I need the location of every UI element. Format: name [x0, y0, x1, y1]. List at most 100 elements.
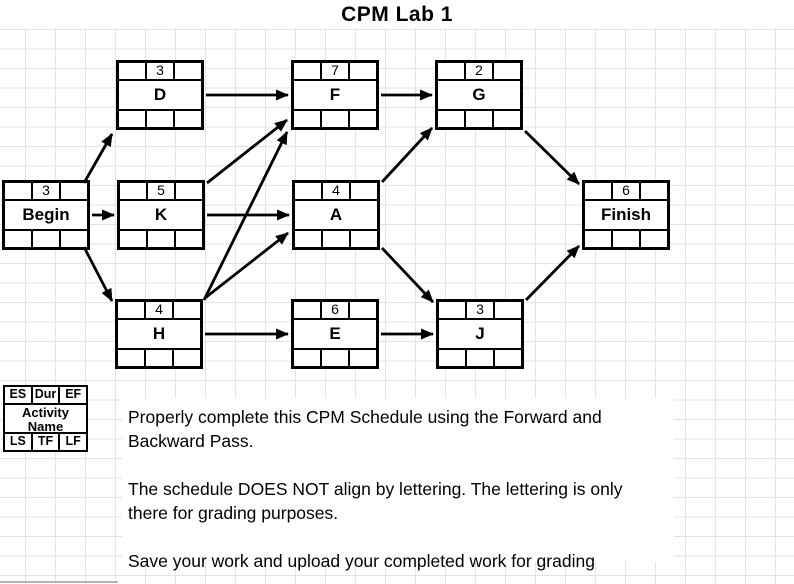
legend-activity-line: Activity [22, 405, 69, 420]
legend-top-row: ES Dur EF [5, 387, 86, 405]
tf-cell[interactable] [323, 231, 351, 247]
lf-cell[interactable] [641, 231, 667, 247]
es-cell[interactable] [120, 183, 148, 199]
ef-cell[interactable] [350, 302, 376, 318]
activity-name: H [118, 320, 200, 350]
node-bottom-row [120, 231, 202, 247]
ls-cell[interactable] [5, 231, 33, 247]
node-top-row: 4 [118, 302, 200, 320]
activity-name: J [439, 320, 521, 350]
dur-cell[interactable]: 3 [147, 63, 175, 79]
ls-cell[interactable] [585, 231, 613, 247]
activity-name: F [294, 81, 376, 111]
es-cell[interactable] [438, 63, 466, 79]
lf-cell[interactable] [494, 111, 520, 127]
es-cell[interactable] [585, 183, 613, 199]
lf-cell[interactable] [61, 231, 87, 247]
tf-cell[interactable] [467, 350, 495, 366]
lf-cell[interactable] [495, 350, 521, 366]
lf-cell[interactable] [174, 350, 200, 366]
tf-cell[interactable] [33, 231, 61, 247]
activity-name: K [120, 201, 202, 231]
node-top-row: 3 [439, 302, 521, 320]
tf-cell[interactable] [613, 231, 641, 247]
ef-cell[interactable] [494, 63, 520, 79]
dur-cell[interactable]: 6 [322, 302, 350, 318]
dur-cell[interactable]: 4 [146, 302, 174, 318]
instructions-paragraph-1: Properly complete this CPM Schedule usin… [128, 407, 602, 451]
dur-cell[interactable]: 7 [322, 63, 350, 79]
node-top-row: 6 [294, 302, 376, 320]
ls-cell[interactable] [294, 350, 322, 366]
lf-cell[interactable] [351, 231, 377, 247]
dur-cell[interactable]: 5 [148, 183, 176, 199]
node-bottom-row [5, 231, 87, 247]
dur-cell[interactable]: 3 [33, 183, 61, 199]
activity-name: E [294, 320, 376, 350]
tf-cell[interactable] [466, 111, 494, 127]
ef-cell[interactable] [176, 183, 202, 199]
es-cell[interactable] [119, 63, 147, 79]
node-bottom-row [585, 231, 667, 247]
tf-cell[interactable] [322, 350, 350, 366]
lf-cell[interactable] [350, 111, 376, 127]
node-top-row: 4 [295, 183, 377, 201]
tf-cell[interactable] [322, 111, 350, 127]
ef-cell[interactable] [61, 183, 87, 199]
ef-cell[interactable] [350, 63, 376, 79]
tf-cell[interactable] [148, 231, 176, 247]
ef-cell[interactable] [351, 183, 377, 199]
dur-cell[interactable]: 6 [613, 183, 641, 199]
legend-tf-label: TF [33, 434, 61, 450]
ef-cell[interactable] [175, 63, 201, 79]
node-top-row: 2 [438, 63, 520, 81]
es-cell[interactable] [439, 302, 467, 318]
node-bottom-row [295, 231, 377, 247]
ls-cell[interactable] [438, 111, 466, 127]
edge-a-to-g [380, 127, 434, 183]
tf-cell[interactable] [146, 350, 174, 366]
node-top-row: 7 [294, 63, 376, 81]
es-cell[interactable] [294, 63, 322, 79]
ef-cell[interactable] [641, 183, 667, 199]
ef-cell[interactable] [495, 302, 521, 318]
ls-cell[interactable] [120, 231, 148, 247]
node-top-row: 5 [120, 183, 202, 201]
instructions-paragraph-3: Save your work and upload your completed… [128, 551, 595, 571]
dur-cell[interactable]: 3 [467, 302, 495, 318]
node-bottom-row [438, 111, 520, 127]
dur-cell[interactable]: 2 [466, 63, 494, 79]
ls-cell[interactable] [439, 350, 467, 366]
activity-name: D [119, 81, 201, 111]
es-cell[interactable] [295, 183, 323, 199]
edge-begin-to-d [82, 133, 114, 184]
node-bottom-row [294, 111, 376, 127]
dur-cell[interactable]: 4 [323, 183, 351, 199]
tf-cell[interactable] [147, 111, 175, 127]
ls-cell[interactable] [295, 231, 323, 247]
lf-cell[interactable] [350, 350, 376, 366]
edge-a-to-j [380, 247, 435, 303]
lf-cell[interactable] [175, 111, 201, 127]
node-bottom-row [439, 350, 521, 366]
es-cell[interactable] [294, 302, 322, 318]
es-cell[interactable] [118, 302, 146, 318]
lf-cell[interactable] [176, 231, 202, 247]
ef-cell[interactable] [174, 302, 200, 318]
node-top-row: 6 [585, 183, 667, 201]
ls-cell[interactable] [294, 111, 322, 127]
es-cell[interactable] [5, 183, 33, 199]
edge-j-to-finish [525, 245, 580, 301]
edge-g-to-finish [524, 130, 580, 185]
edge-h-to-f [202, 131, 289, 301]
ls-cell[interactable] [119, 111, 147, 127]
ls-cell[interactable] [118, 350, 146, 366]
title-band: CPM Lab 1 [0, 0, 794, 28]
